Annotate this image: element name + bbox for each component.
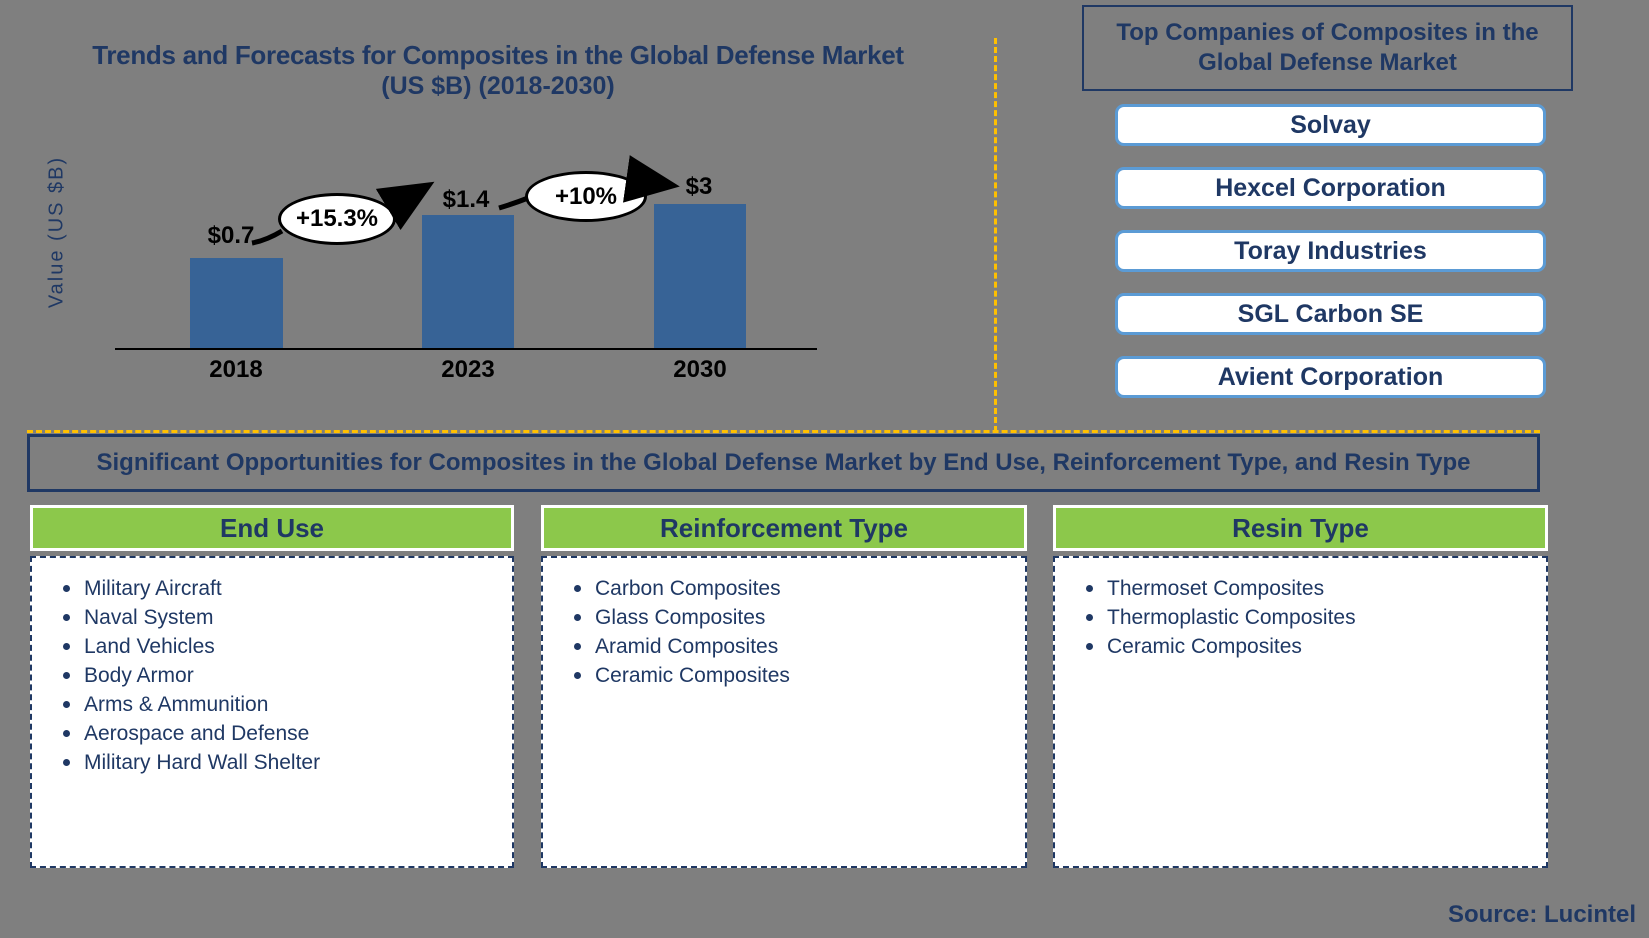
list-item: Thermoplastic Composites xyxy=(1079,603,1538,632)
column-reinforcement-type-box: Carbon Composites Glass Composites Arami… xyxy=(541,556,1027,868)
growth-callout-1: +15.3% xyxy=(278,193,396,245)
list-item: Naval System xyxy=(56,603,504,632)
bar-value-2030: $3 xyxy=(685,173,713,200)
list-item: Land Vehicles xyxy=(56,632,504,661)
x-tick-2023: 2023 xyxy=(441,356,495,383)
companies-panel-title: Top Companies of Composites in the Globa… xyxy=(1082,5,1573,91)
bar-2030 xyxy=(654,204,746,348)
source-credit: Source: Lucintel xyxy=(1447,901,1636,928)
company-item-toray: Toray Industries xyxy=(1115,230,1546,272)
growth-callout-2: +10% xyxy=(525,171,647,222)
bar-2018 xyxy=(190,258,283,348)
list-item: Ceramic Composites xyxy=(1079,632,1538,661)
chart-title-line2: (US $B) (2018-2030) xyxy=(381,72,615,100)
opportunities-banner: Significant Opportunities for Composites… xyxy=(27,434,1540,492)
list-item: Ceramic Composites xyxy=(567,661,1017,690)
column-reinforcement-type-header: Reinforcement Type xyxy=(541,505,1027,551)
list-item: Body Armor xyxy=(56,661,504,690)
column-reinforcement-type: Reinforcement Type Carbon Composites Gla… xyxy=(541,505,1027,868)
list-item: Thermoset Composites xyxy=(1079,574,1538,603)
column-resin-type: Resin Type Thermoset Composites Thermopl… xyxy=(1053,505,1548,868)
list-item: Military Aircraft xyxy=(56,574,504,603)
list-item: Carbon Composites xyxy=(567,574,1017,603)
end-use-list: Military Aircraft Naval System Land Vehi… xyxy=(32,558,512,777)
company-item-hexcel: Hexcel Corporation xyxy=(1115,167,1546,209)
vertical-dashed-divider xyxy=(994,38,997,432)
list-item: Aerospace and Defense xyxy=(56,719,504,748)
y-axis-label: Value (US $B) xyxy=(45,155,68,309)
column-end-use-box: Military Aircraft Naval System Land Vehi… xyxy=(30,556,514,868)
column-end-use: End Use Military Aircraft Naval System L… xyxy=(30,505,514,868)
resin-type-list: Thermoset Composites Thermoplastic Compo… xyxy=(1055,558,1546,661)
bar-value-2018: $0.7 xyxy=(207,222,255,249)
column-resin-type-box: Thermoset Composites Thermoplastic Compo… xyxy=(1053,556,1548,868)
list-item: Arms & Ammunition xyxy=(56,690,504,719)
bar-value-2023: $1.4 xyxy=(442,186,490,213)
column-resin-type-header: Resin Type xyxy=(1053,505,1548,551)
company-item-sgl: SGL Carbon SE xyxy=(1115,293,1546,335)
x-axis-line xyxy=(115,348,817,350)
chart-title-line1: Trends and Forecasts for Composites in t… xyxy=(92,40,904,70)
company-item-solvay: Solvay xyxy=(1115,104,1546,146)
list-item: Aramid Composites xyxy=(567,632,1017,661)
x-tick-2030: 2030 xyxy=(673,356,727,383)
company-item-avient: Avient Corporation xyxy=(1115,356,1546,398)
reinforcement-type-list: Carbon Composites Glass Composites Arami… xyxy=(543,558,1025,690)
list-item: Military Hard Wall Shelter xyxy=(56,748,504,777)
column-end-use-header: End Use xyxy=(30,505,514,551)
x-tick-2018: 2018 xyxy=(209,356,263,383)
bar-2023 xyxy=(422,215,514,348)
list-item: Glass Composites xyxy=(567,603,1017,632)
horizontal-dashed-divider xyxy=(27,430,1540,433)
